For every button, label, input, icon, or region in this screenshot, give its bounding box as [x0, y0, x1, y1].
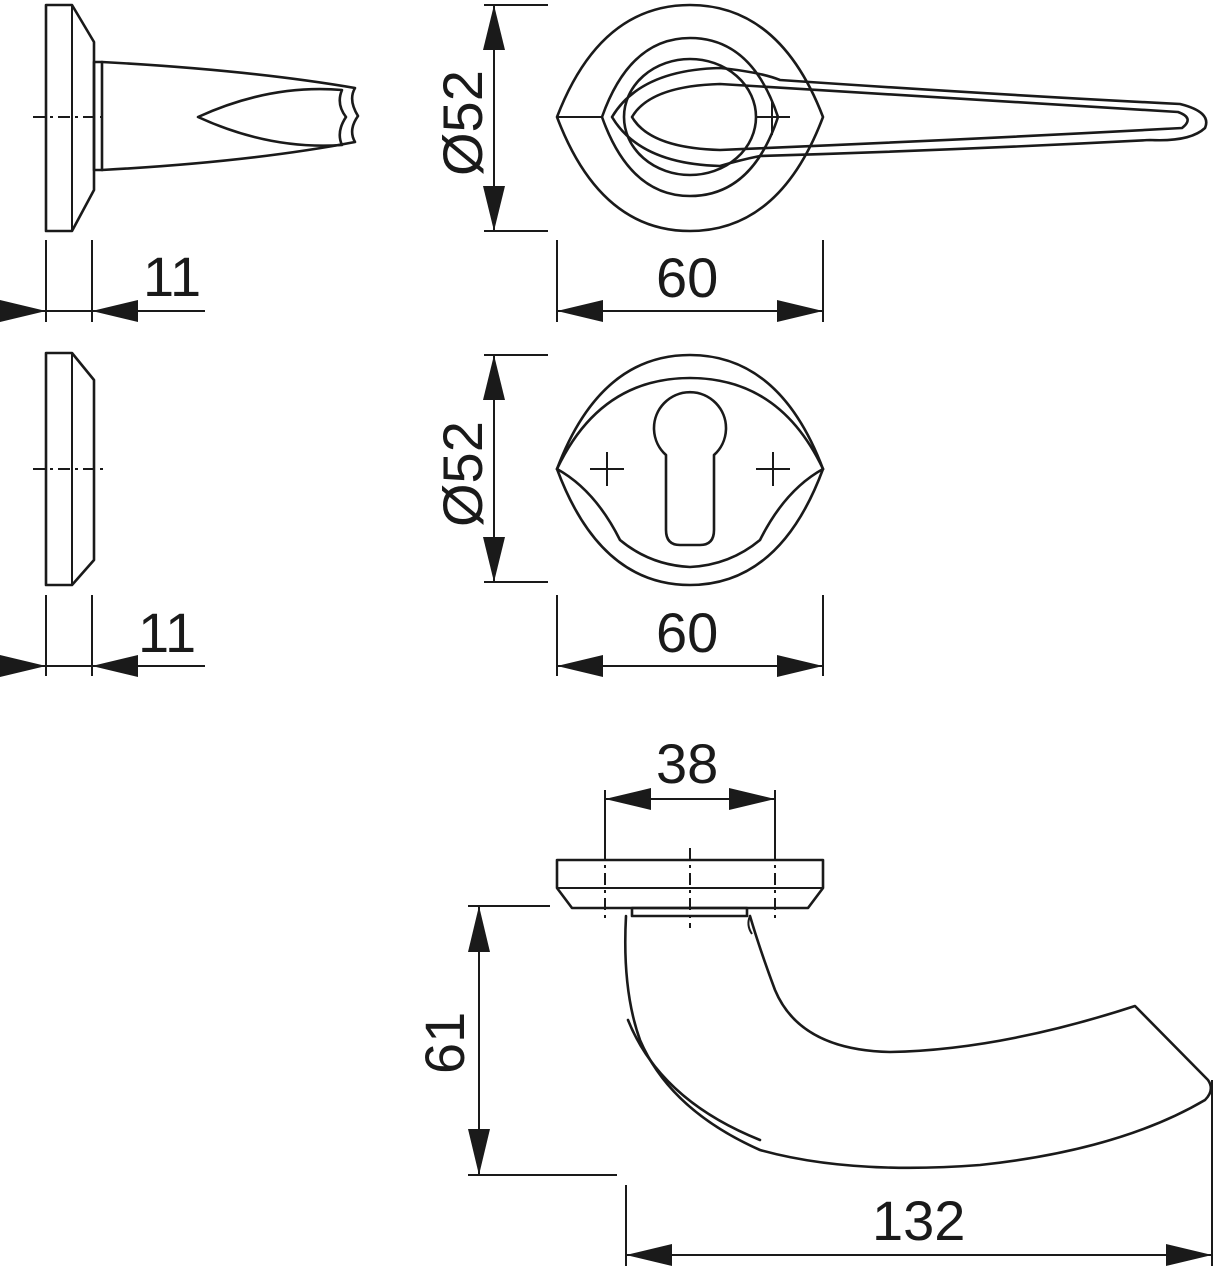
- dimension-handle-height: 61: [413, 905, 617, 1176]
- dimension-label-rose-top-width: 60: [656, 246, 718, 309]
- dimension-label-escutcheon-width: 60: [656, 601, 718, 664]
- dimension-label-escutcheon-diameter: Ø52: [431, 421, 494, 527]
- side-view-escutcheon: [33, 351, 108, 587]
- dimension-rose-top-width: 60: [556, 240, 824, 322]
- dimension-handle-length: 132: [625, 1080, 1213, 1266]
- dimension-side-bottom: 11: [0, 595, 205, 677]
- dimension-label-side-bottom: 11: [138, 601, 196, 664]
- dimension-label-spindle-spacing: 38: [656, 732, 718, 795]
- dimension-escutcheon-width: 60: [556, 595, 824, 677]
- dimension-spindle-spacing: 38: [604, 732, 776, 848]
- dimension-rose-top-diameter: Ø52: [431, 4, 548, 232]
- dimension-label-handle-height: 61: [413, 1012, 476, 1074]
- dimension-label-rose-top-diameter: Ø52: [431, 70, 494, 176]
- dimension-label-side-top: 11: [143, 245, 201, 308]
- front-view-lever: [555, 3, 1208, 233]
- dimension-escutcheon-diameter: Ø52: [431, 354, 548, 583]
- side-view-lever: [33, 3, 360, 233]
- plan-view-handle: [555, 848, 1213, 1170]
- dimension-label-handle-length: 132: [872, 1189, 965, 1252]
- front-view-escutcheon: [555, 353, 825, 587]
- dimension-side-top: 11: [0, 240, 205, 322]
